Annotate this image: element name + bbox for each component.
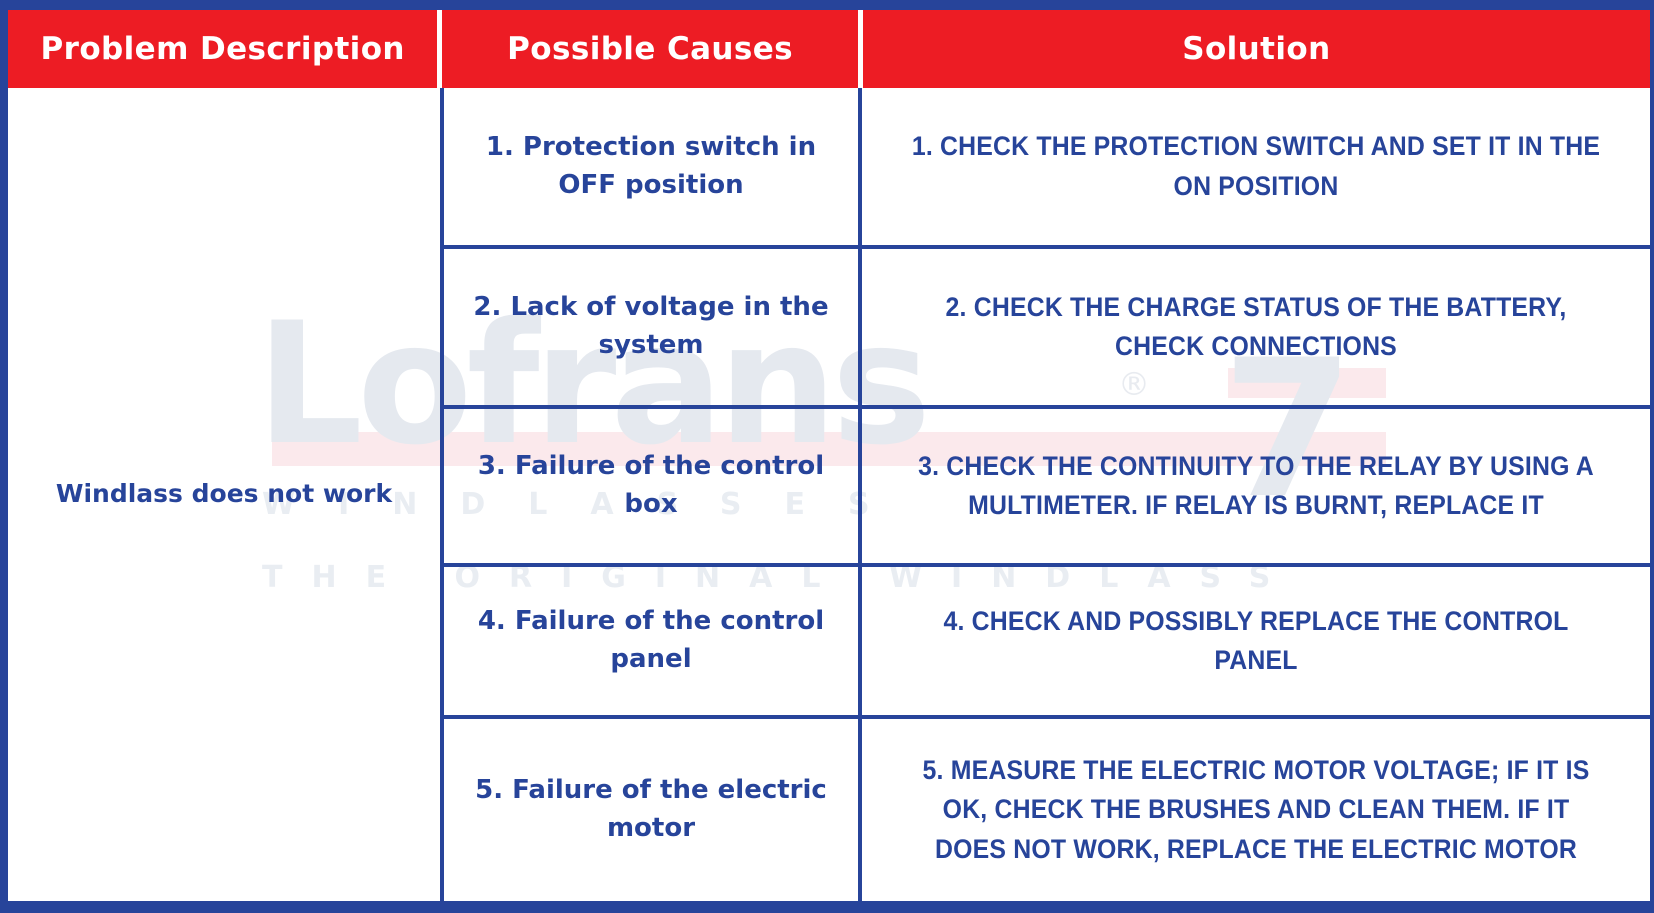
header-divider-1 (437, 10, 443, 88)
column-header-possible-causes: Possible Causes (507, 31, 794, 67)
cell-solution-5: 5. MEASURE THE ELECTRIC MOTOR VOLTAGE; I… (862, 719, 1650, 901)
column-divider-1 (440, 88, 444, 901)
page-border-bottom (0, 901, 1654, 913)
solution-text-5: 5. MEASURE THE ELECTRIC MOTOR VOLTAGE; I… (922, 755, 1590, 864)
solution-text-1: 1. CHECK THE PROTECTION SWITCH AND SET I… (911, 131, 1601, 201)
cell-problem-description: Windlass does not work (8, 88, 440, 901)
problem-description-text: Windlass does not work (55, 479, 393, 509)
header-divider-2 (857, 10, 863, 88)
column-header-problem-description: Problem Description (40, 31, 405, 67)
page-border-right (1650, 0, 1654, 913)
cell-cause-2: 2. Lack of voltage in the system (444, 249, 858, 405)
solution-text-4: 4. CHECK AND POSSIBLY REPLACE THE CONTRO… (943, 605, 1569, 675)
cell-cause-5: 5. Failure of the electric motor (444, 719, 858, 901)
row-divider-2 (440, 405, 1650, 409)
cause-text-4: 4. Failure of the control panel (477, 606, 825, 674)
cause-text-1: 1. Protection switch in OFF position (485, 131, 817, 200)
cell-solution-4: 4. CHECK AND POSSIBLY REPLACE THE CONTRO… (862, 567, 1650, 715)
page-border-left (0, 0, 8, 913)
row-divider-3 (440, 563, 1650, 567)
cell-cause-3: 3. Failure of the control box (444, 409, 858, 563)
cell-solution-3: 3. CHECK THE CONTINUITY TO THE RELAY BY … (862, 409, 1650, 563)
cause-text-2: 2. Lack of voltage in the system (473, 292, 829, 360)
page-border-top (0, 0, 1654, 10)
cell-solution-1: 1. CHECK THE PROTECTION SWITCH AND SET I… (862, 88, 1650, 245)
cell-solution-2: 2. CHECK THE CHARGE STATUS OF THE BATTER… (862, 249, 1650, 405)
row-divider-1 (440, 245, 1650, 249)
solution-text-2: 2. CHECK THE CHARGE STATUS OF THE BATTER… (945, 291, 1567, 361)
column-header-solution: Solution (1182, 31, 1331, 67)
cause-text-3: 3. Failure of the control box (477, 451, 825, 519)
solution-text-3: 3. CHECK THE CONTINUITY TO THE RELAY BY … (918, 450, 1594, 520)
cause-text-5: 5. Failure of the electric motor (475, 775, 827, 843)
troubleshooting-table: Problem Description Possible Causes Solu… (8, 10, 1650, 901)
column-divider-2 (858, 88, 862, 901)
row-divider-4 (440, 715, 1650, 719)
cell-cause-4: 4. Failure of the control panel (444, 567, 858, 715)
table-header-row: Problem Description Possible Causes Solu… (8, 10, 1650, 88)
cell-cause-1: 1. Protection switch in OFF position (444, 88, 858, 245)
